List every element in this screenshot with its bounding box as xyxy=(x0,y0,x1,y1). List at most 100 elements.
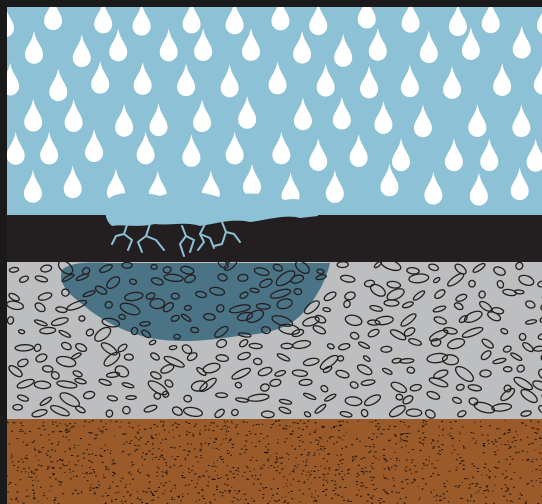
soil-speck xyxy=(244,472,246,473)
soil-speck xyxy=(110,450,111,451)
soil-speck xyxy=(495,485,496,486)
soil-speck xyxy=(501,488,503,489)
soil-speck xyxy=(128,473,129,474)
soil-speck xyxy=(127,492,129,493)
soil-speck xyxy=(268,467,269,468)
soil-speck xyxy=(282,497,283,498)
soil-speck xyxy=(443,435,444,436)
soil-speck xyxy=(421,443,423,444)
soil-speck xyxy=(352,459,354,460)
soil-speck xyxy=(489,425,491,426)
soil-speck xyxy=(53,473,55,474)
soil-speck xyxy=(325,495,327,496)
soil-speck xyxy=(361,458,363,459)
soil-speck xyxy=(387,479,388,480)
soil-speck xyxy=(230,455,232,456)
soil-speck xyxy=(287,503,289,504)
soil-speck xyxy=(115,421,117,422)
soil-speck xyxy=(244,452,245,453)
soil-speck xyxy=(270,456,271,457)
soil-speck xyxy=(534,450,535,451)
soil-speck xyxy=(484,464,486,465)
soil-speck xyxy=(408,452,409,453)
soil-speck xyxy=(352,457,354,458)
soil-speck xyxy=(472,477,474,478)
soil-speck xyxy=(105,492,106,493)
soil-speck xyxy=(286,428,287,429)
soil-speck xyxy=(419,499,420,500)
soil-speck xyxy=(213,442,215,443)
soil-speck xyxy=(505,491,507,492)
soil-speck xyxy=(276,453,277,454)
soil-speck xyxy=(399,460,400,461)
soil-speck xyxy=(400,441,401,442)
soil-speck xyxy=(26,455,27,456)
soil-speck xyxy=(331,480,333,481)
soil-speck xyxy=(496,446,497,447)
soil-speck xyxy=(341,463,342,464)
soil-speck xyxy=(8,484,10,485)
soil-speck xyxy=(70,448,71,449)
soil-speck xyxy=(217,467,218,468)
soil-speck xyxy=(371,439,373,440)
soil-speck xyxy=(89,467,91,468)
soil-speck xyxy=(162,476,164,477)
soil-speck xyxy=(293,469,295,470)
soil-speck xyxy=(411,473,412,474)
soil-speck xyxy=(165,472,167,473)
soil-speck xyxy=(432,473,434,474)
soil-speck xyxy=(201,489,203,490)
soil-speck xyxy=(150,436,152,437)
soil-speck xyxy=(403,433,405,434)
soil-speck xyxy=(507,432,509,433)
soil-speck xyxy=(391,467,393,468)
soil-speck xyxy=(361,482,363,483)
soil-speck xyxy=(63,436,64,437)
soil-speck xyxy=(60,423,61,424)
soil-speck xyxy=(297,437,299,438)
soil-speck xyxy=(108,488,110,489)
soil-speck xyxy=(200,443,202,444)
soil-speck xyxy=(178,424,180,425)
soil-speck xyxy=(129,472,130,473)
soil-speck xyxy=(90,484,91,485)
soil-speck xyxy=(208,482,209,483)
soil-speck xyxy=(409,469,411,470)
soil-speck xyxy=(289,426,290,427)
soil-speck xyxy=(227,479,229,480)
soil-speck xyxy=(311,496,312,497)
soil-speck xyxy=(483,452,485,453)
soil-speck xyxy=(440,500,442,501)
soil-speck xyxy=(159,469,160,470)
soil-speck xyxy=(34,449,36,450)
soil-speck xyxy=(226,427,228,428)
soil-speck xyxy=(123,496,124,497)
soil-speck xyxy=(450,433,451,434)
soil-speck xyxy=(504,433,506,434)
soil-speck xyxy=(73,426,75,427)
soil-speck xyxy=(507,490,509,491)
soil-speck xyxy=(323,446,324,447)
soil-speck xyxy=(131,466,132,467)
soil-speck xyxy=(14,422,16,423)
soil-speck xyxy=(199,434,201,435)
soil-speck xyxy=(469,484,470,485)
soil-speck xyxy=(531,480,533,481)
soil-speck xyxy=(59,484,61,485)
soil-speck xyxy=(145,492,147,493)
soil-speck xyxy=(439,451,441,452)
soil-speck xyxy=(83,458,85,459)
soil-speck xyxy=(372,468,373,469)
soil-speck xyxy=(232,467,234,468)
soil-speck xyxy=(211,422,213,423)
soil-speck xyxy=(156,457,157,458)
soil-speck xyxy=(300,501,301,502)
soil-speck xyxy=(448,434,449,435)
soil-speck xyxy=(396,492,398,493)
soil-speck xyxy=(138,497,139,498)
soil-speck xyxy=(197,493,199,494)
soil-speck xyxy=(203,498,205,499)
soil-speck xyxy=(418,486,419,487)
soil-speck xyxy=(84,477,85,478)
